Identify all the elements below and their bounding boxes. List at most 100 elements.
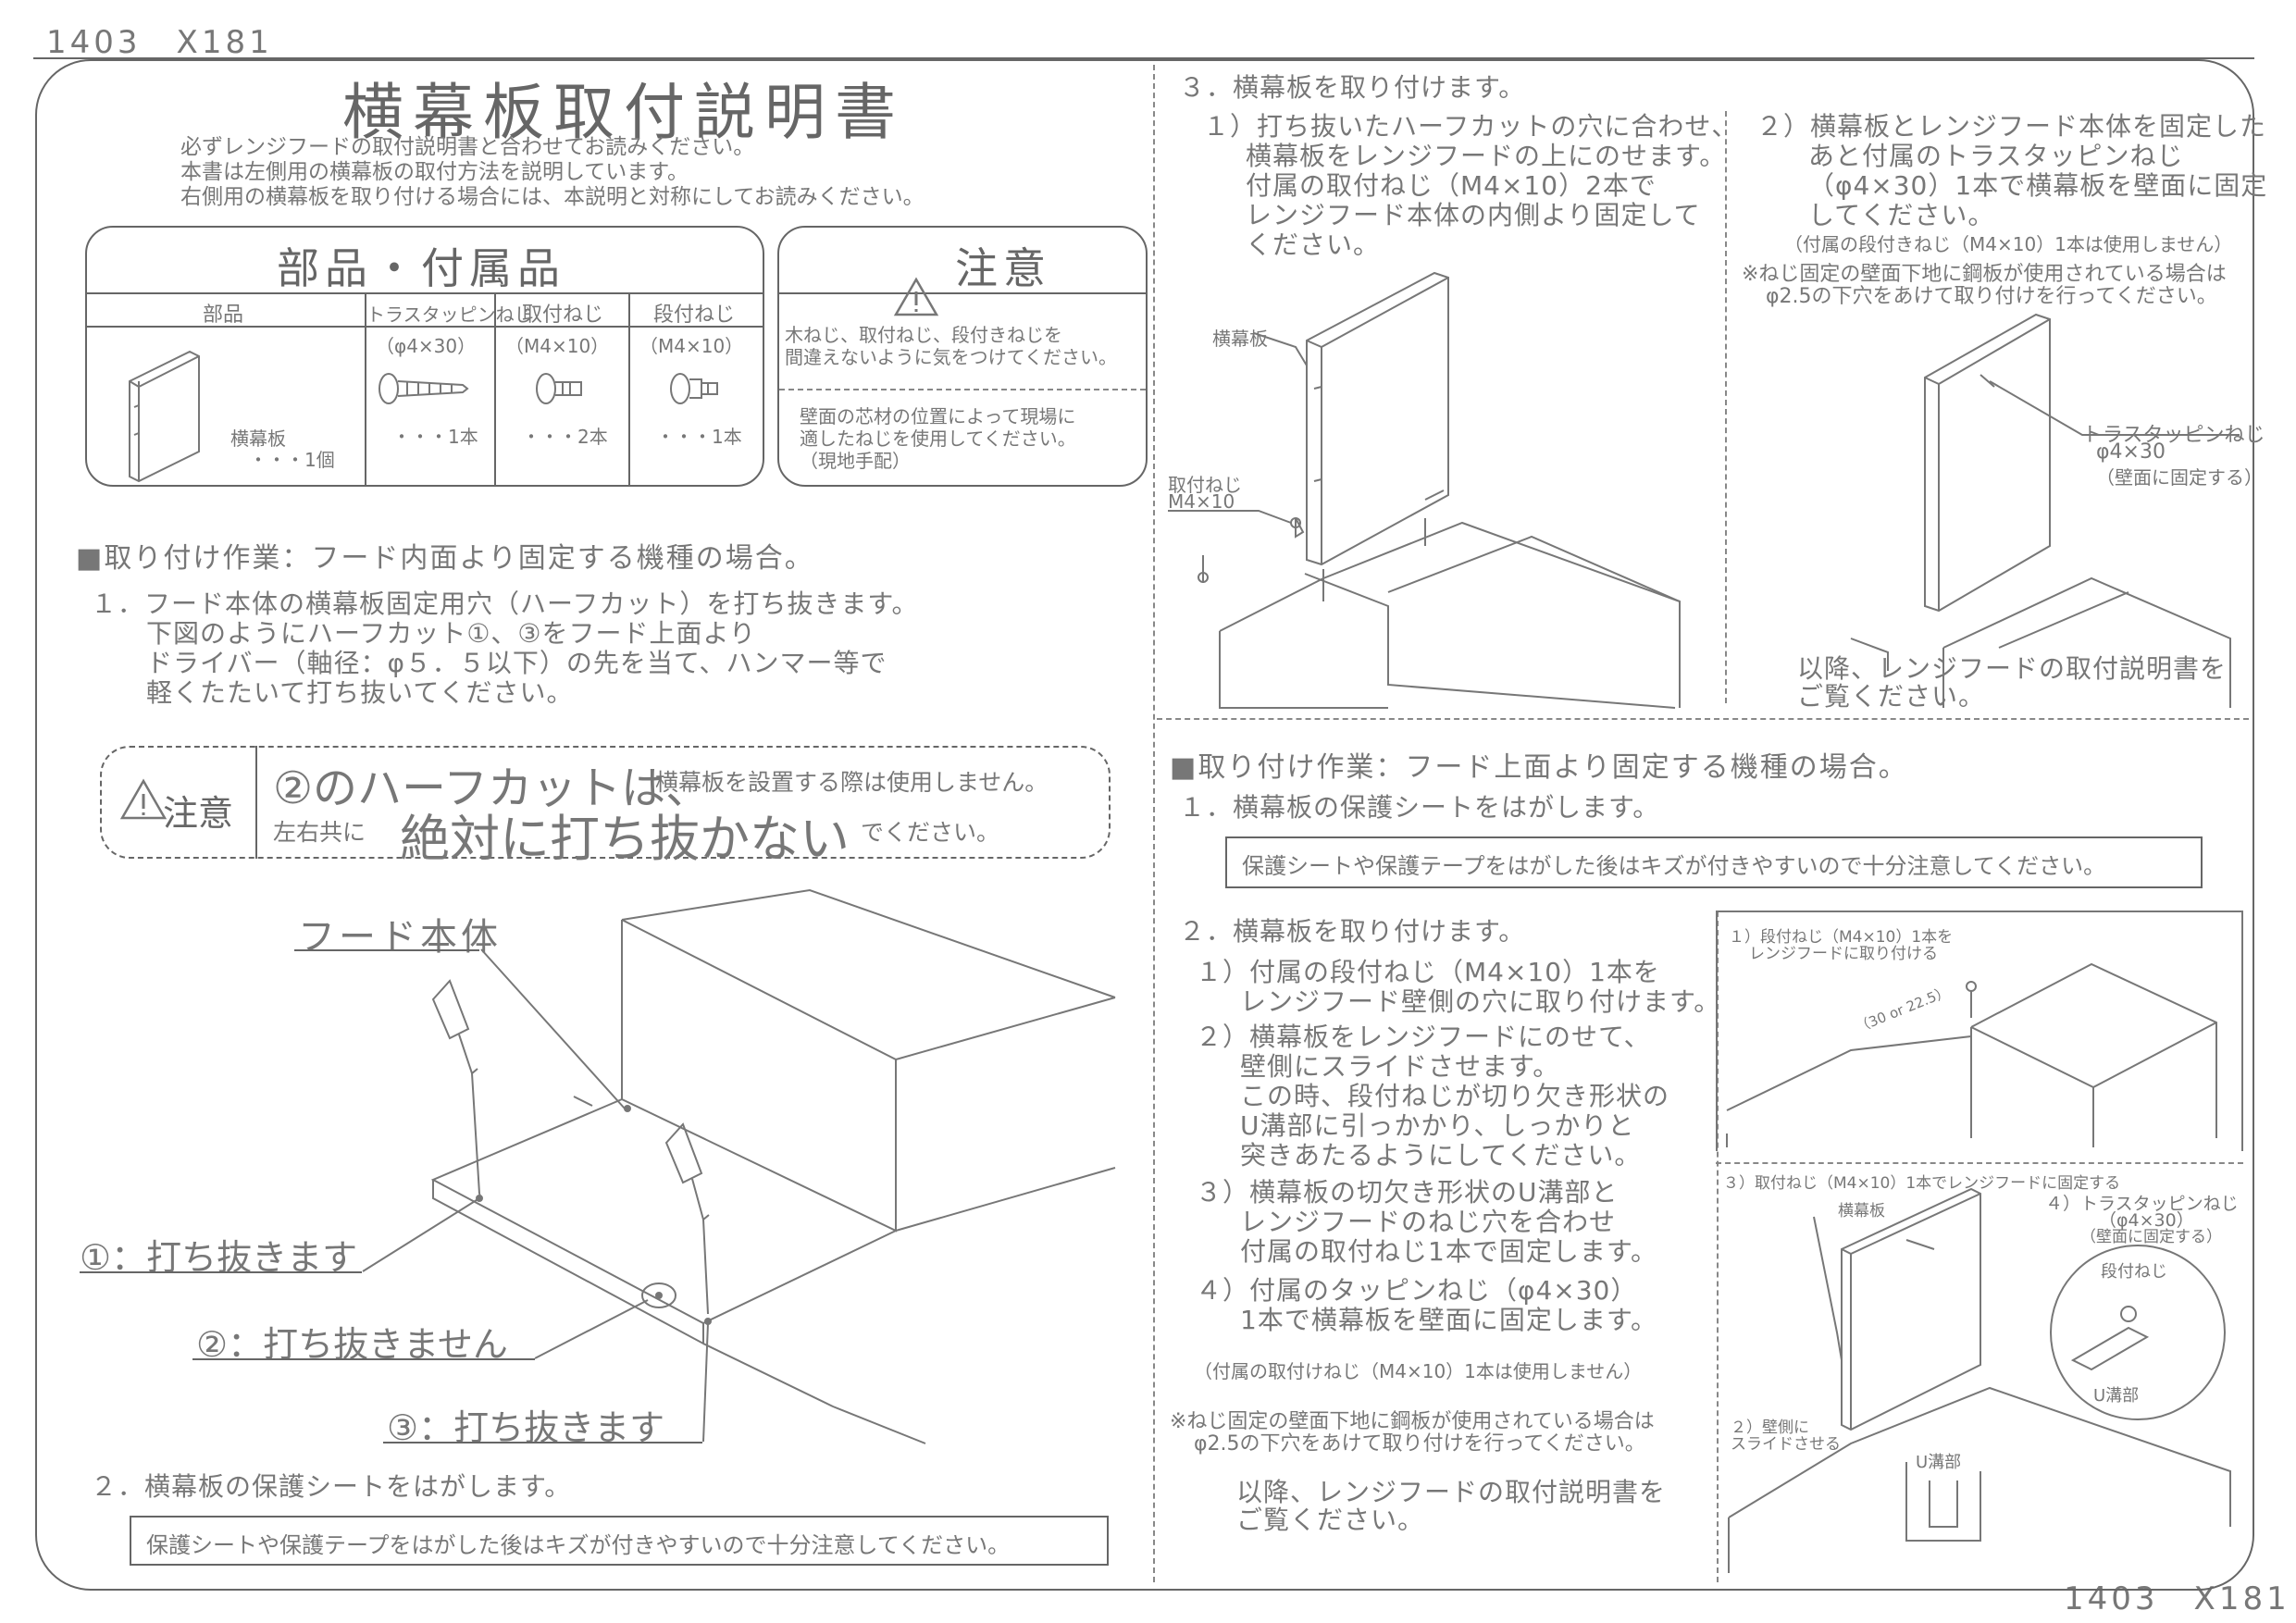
parts-col-part: 部品: [203, 304, 244, 327]
doc-ref-top: 1403 X181: [46, 24, 273, 61]
parts-row-rule-1: [87, 292, 763, 294]
screwdriver-icon: [664, 1122, 710, 1315]
intro-line-2: 本書は左側用の横幕板の取付方法を説明しています。: [180, 160, 689, 184]
fig-b-label-4a: ４）トラスタッピンねじ: [2045, 1194, 2239, 1214]
section-b-small: （付属の取付けねじ（M4×10）1本は使用しません）: [1194, 1360, 1643, 1382]
section-a3-col1-line4: レンジフード本体の内側より固定して: [1246, 200, 1701, 230]
caution-line-5: （現地手配）: [800, 450, 911, 472]
section-b-step1-note-text: 保護シートや保護テープをはがした後はキズが付きやすいので十分注意してください。: [1242, 853, 2106, 879]
intro-line-3: 右側用の横幕板を取り付ける場合には、本説明と対称にしてお読みください。: [180, 185, 925, 209]
fig-b-label-1a: １）段付ねじ（M4×10）1本を: [1729, 928, 1954, 947]
side-panel-part-drawing: [129, 350, 200, 483]
section-b-step1-note: 保護シートや保護テープをはがした後はキズが付きやすいので十分注意してください。: [1225, 836, 2203, 888]
parts-qty-step: ・・・1本: [656, 426, 742, 448]
mounting-screw-icon: [536, 373, 582, 404]
fig-a3-truss-label-2: φ4×30: [2096, 440, 2166, 464]
parts-qty-truss: ・・・1本: [392, 426, 478, 448]
parts-col-mount: 取付ねじ: [522, 304, 604, 327]
doc-ref-bottom: 1403 X181: [2064, 1580, 2290, 1617]
parts-spec-mount: （M4×10）: [505, 335, 610, 357]
section-b-step2: ２．横幕板を取り付けます。: [1179, 916, 1526, 947]
section-a3-col2-line3: （φ4×30）1本で横幕板を壁面に固定: [1808, 170, 2268, 201]
section-b-item-5: この時、段付ねじが切り欠き形状の: [1240, 1081, 1670, 1111]
section-b-step1: １．横幕板の保護シートをはがします。: [1179, 792, 1660, 823]
truss-tapping-screw-icon: [379, 373, 469, 404]
warning-line2a: 左右共に: [273, 819, 366, 846]
fig-b-ugroove-2: U溝部: [1916, 1453, 1962, 1472]
caution-mid-rule: [779, 389, 1146, 390]
section-b-item-6: U溝部に引っかかり、しっかりと: [1240, 1110, 1635, 1141]
parts-col-rule-2: [494, 292, 496, 487]
section-a3-heading: ３．横幕板を取り付けます。: [1179, 72, 1526, 103]
section-a3-col2-note2: φ2.5の下穴をあけて取り付けを行ってください。: [1766, 285, 2217, 308]
leader-hood: [480, 948, 626, 1109]
caution-line-4: 適したねじを使用してください。: [800, 427, 1076, 450]
parts-row-rule-2: [87, 326, 763, 328]
section-b-item-7: 突きあたるようにしてください。: [1240, 1140, 1642, 1171]
divider-lower-right: [1717, 911, 1719, 1582]
fig-a3-left-drawing: [1198, 271, 1681, 709]
section-a-step2-note: 保護シートや保護テープをはがした後はキズが付きやすいので十分注意してください。: [130, 1516, 1109, 1566]
section-a3-col1-line5: ください。: [1246, 229, 1381, 260]
page-frame: [35, 59, 2254, 1591]
section-b-note-1: ※ねじ固定の壁面下地に鋼板が使用されている場合は: [1170, 1410, 1655, 1433]
section-b-after-2: ご覧ください。: [1236, 1505, 1425, 1535]
fig-b-top-drawing: [1726, 962, 2217, 1147]
section-a-step1-line3: ドライバー（軸径：φ５．５以下）の先を当て、ハンマー等で: [146, 648, 887, 678]
leader-cut-1: [362, 1197, 480, 1272]
section-a3-col1-line2: 横幕板をレンジフードの上にのせます。: [1246, 141, 1727, 171]
caution-line-2: 間違えないように気をつけてください。: [785, 346, 1117, 368]
warning-line2b: 絶対に打ち抜かない: [400, 810, 850, 868]
parts-col-truss: トラスタッピンねじ: [366, 304, 533, 326]
fig-a3-right-drawing: [1850, 313, 2231, 708]
fig-b-label-4c: （壁面に固定する）: [2080, 1228, 2222, 1246]
warning-line1b: 横幕板を設置する際は使用しません。: [655, 769, 1049, 796]
fig-b-ugroove: U溝部: [2093, 1386, 2140, 1406]
section-a3-col1-line3: 付属の取付ねじ（M4×10）2本で: [1246, 170, 1657, 201]
label-hood-underline: [294, 949, 479, 951]
parts-table: 部品・付属品 部品 トラスタッピンねじ 取付ねじ 段付ねじ （φ4×30） （M…: [85, 226, 764, 487]
caution-box: 注意 木ねじ、取付ねじ、段付きねじを 間違えないように気をつけてください。 壁面…: [777, 226, 1148, 487]
warning-box: [100, 746, 1111, 859]
fig-a3-panel-label: 横幕板: [1212, 328, 1268, 350]
fig-b-label-3: ３）取付ねじ（M4×10）1本でレンジフードに固定する: [1723, 1174, 2121, 1193]
section-a-step2-note-text: 保護シートや保護テープをはがした後はキズが付きやすいので十分注意してください。: [146, 1532, 1011, 1558]
hood-body-drawing: [430, 888, 1116, 1444]
caution-line-3: 壁面の芯材の位置によって現場に: [800, 405, 1076, 427]
parts-col-rule-3: [628, 292, 630, 487]
section-b-heading: ■取り付け作業：フード上面より固定する機種の場合。: [1170, 751, 1908, 784]
document-title: 横幕板取付説明書: [342, 77, 905, 148]
section-b-note-2: φ2.5の下穴をあけて取り付けを行ってください。: [1194, 1432, 1645, 1456]
fig-a3-truss-screw-icon: [1980, 374, 1995, 388]
section-a-heading: ■取り付け作業：フード内面より固定する機種の場合。: [76, 542, 814, 575]
warning-line1a: ②のハーフカットは、: [273, 762, 711, 814]
screwdriver-icon: [431, 979, 482, 1200]
section-a3-col2-note1: ※ねじ固定の壁面下地に鋼板が使用されている場合は: [1742, 263, 2227, 286]
section-a3-col2-line1: ２）横幕板とレンジフード本体を固定した: [1756, 111, 2267, 142]
section-a-step2: ２．横幕板の保護シートをはがします。: [91, 1471, 572, 1502]
section-b-item-2: レンジフード壁側の穴に取り付けます。: [1240, 986, 1721, 1017]
label-half-cut-2-underline: [192, 1358, 535, 1360]
caution-header-rule: [779, 292, 1146, 294]
section-a-step1-line1: １．フード本体の横幕板固定用穴（ハーフカット）を打ち抜きます。: [91, 588, 919, 619]
warning-label: 注意: [163, 793, 234, 834]
section-b-item-1: １）付属の段付ねじ（M4×10）1本を: [1196, 957, 1660, 987]
fig-b-label-2b: スライドさせる: [1731, 1435, 1841, 1454]
section-a3-col2-line2: あと付属のトラスタッピンねじ: [1808, 141, 2184, 171]
intro-line-1: 必ずレンジフードの取付説明書と合わせてお読みください。: [180, 135, 755, 159]
warning-line2c: でください。: [861, 819, 1000, 846]
parts-col-rule-1: [365, 292, 366, 487]
section-a-step1-line4: 軽くたたいて打ち抜いてください。: [146, 677, 574, 708]
label-half-cut-3: ③：打ち抜きます: [387, 1407, 665, 1448]
leader-cut-2: [534, 1299, 649, 1359]
label-half-cut-2: ②：打ち抜きません: [196, 1324, 508, 1365]
fig-b-bottom-drawing: [1728, 1187, 2231, 1573]
caution-header: 注意: [955, 243, 1051, 293]
parts-col-step: 段付ねじ: [653, 304, 736, 327]
section-b-item-9: レンジフードのねじ穴を合わせ: [1240, 1207, 1617, 1237]
fig-b-label-1b: レンジフードに取り付ける: [1749, 945, 1938, 963]
fig-b-top-frame: [1716, 911, 2243, 1151]
parts-part-name: 横幕板: [230, 427, 286, 450]
fig-b-mid-rule: [1716, 1162, 2243, 1164]
